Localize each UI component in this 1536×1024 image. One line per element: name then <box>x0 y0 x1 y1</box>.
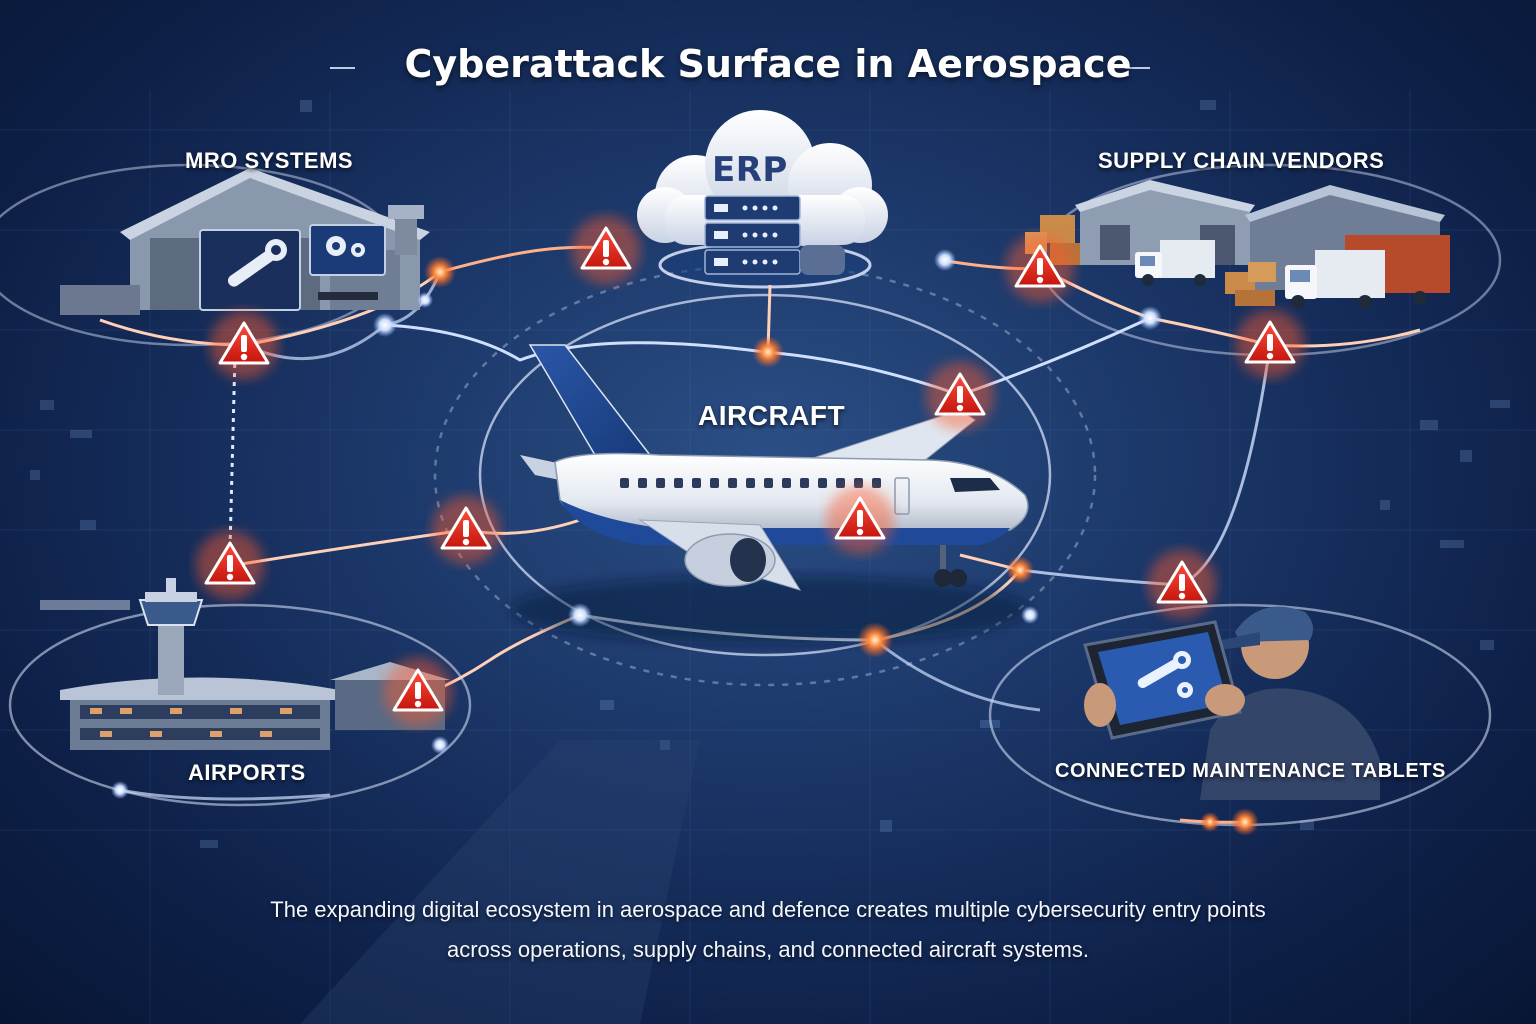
warning-alerts <box>196 216 1304 726</box>
wrench-icon <box>227 239 287 287</box>
tablet-icon <box>1083 620 1242 740</box>
node-label-supply-chain: SUPPLY CHAIN VENDORS <box>1098 148 1385 173</box>
control-tower-icon <box>138 578 204 695</box>
warning-icon <box>1148 550 1216 618</box>
warning-icon <box>1236 310 1304 378</box>
mro-hangar-illustration <box>60 168 430 315</box>
title-rule-right-line <box>1125 67 1150 69</box>
warning-icon <box>384 658 452 726</box>
node-label-mro: MRO SYSTEMS <box>185 148 354 173</box>
runway-shape <box>300 740 700 1024</box>
node-label-erp: ERP <box>712 150 788 190</box>
truck-icon <box>1135 240 1215 286</box>
caption-line-2: across operations, supply chains, and co… <box>447 937 1089 962</box>
gear-icon <box>326 236 365 257</box>
warning-icon <box>432 496 500 564</box>
server-icon <box>704 195 801 275</box>
warning-icon <box>926 362 994 430</box>
page-title-text: Cyberattack Surface in Aerospace <box>404 42 1132 86</box>
page-title: Cyberattack Surface in Aerospace <box>0 42 1536 86</box>
caption: The expanding digital ecosystem in aeros… <box>0 890 1536 970</box>
warning-icon <box>1006 234 1074 302</box>
link-nodes <box>111 249 1259 836</box>
technician-illustration <box>1083 606 1380 800</box>
erp-cloud-illustration <box>637 110 888 285</box>
truck-icon-large <box>1285 250 1427 309</box>
warning-icon <box>826 486 894 554</box>
warning-icon <box>210 311 278 379</box>
warning-icon <box>196 531 264 599</box>
airplane-icon <box>510 344 1030 645</box>
node-label-tablets: CONNECTED MAINTENANCE TABLETS <box>1055 760 1446 782</box>
node-label-aircraft: AIRCRAFT <box>698 400 846 431</box>
supply-chain-illustration <box>1025 180 1450 309</box>
mro-screen-right <box>309 224 386 276</box>
node-label-airports: AIRPORTS <box>188 760 306 785</box>
warning-icon <box>572 216 640 284</box>
title-rule-left-line <box>330 67 355 69</box>
caption-line-1: The expanding digital ecosystem in aeros… <box>270 897 1266 922</box>
